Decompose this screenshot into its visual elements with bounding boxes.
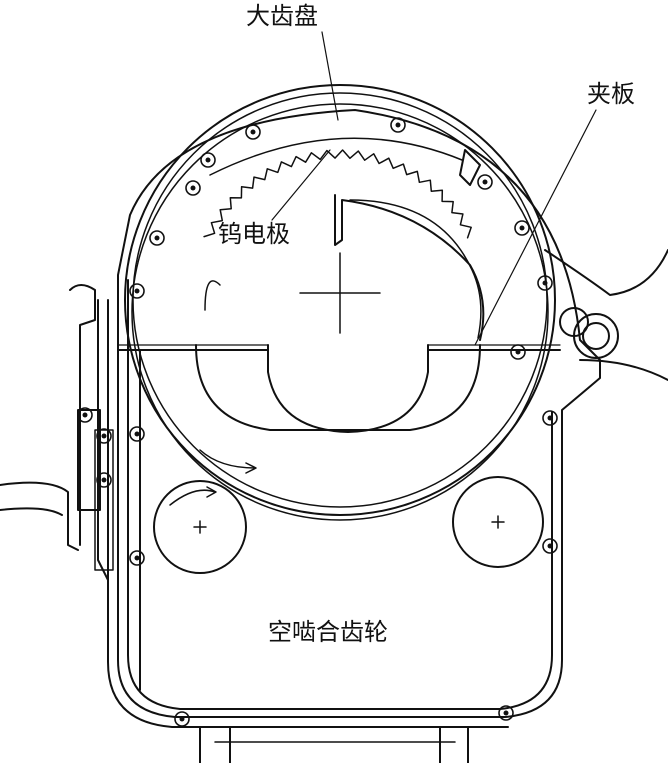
clamp-tab	[459, 149, 481, 186]
clamp-arm-lower	[579, 359, 668, 381]
screw-6	[514, 220, 530, 236]
screw-4-center	[395, 122, 401, 128]
leader-lines	[271, 31, 597, 346]
label-clamp-plate: 夹板	[587, 80, 635, 108]
leader-tungsten-electrode	[271, 149, 331, 221]
screw-19-center	[515, 349, 521, 355]
screw-16-center	[547, 543, 553, 549]
rotation-arrow-gear	[199, 449, 256, 469]
screw-18-center	[503, 710, 509, 716]
gear-teeth	[203, 149, 472, 239]
screw-19	[510, 344, 526, 360]
screw-3	[185, 180, 201, 196]
idle-gear-left-center	[193, 520, 207, 534]
gear-slot	[267, 344, 429, 433]
electrode-assembly	[204, 194, 485, 341]
left-cable-lower	[0, 507, 63, 516]
idle-gear-right	[452, 476, 544, 568]
screw-15-center	[547, 415, 553, 421]
tungsten-electrode-holder	[334, 194, 485, 341]
screw-6-center	[519, 225, 525, 231]
screw-5-center	[482, 179, 488, 185]
label-tungsten-electrode: 钨电极	[218, 220, 290, 248]
screw-11	[129, 550, 145, 566]
screw-13-center	[101, 477, 107, 483]
screw-7	[537, 275, 553, 291]
screw-2-center	[205, 157, 211, 163]
housing-inner-outline	[127, 279, 553, 710]
screw-18	[498, 705, 514, 721]
screw-15	[542, 410, 558, 426]
housing-side-plate	[107, 299, 509, 728]
left-bracket	[0, 284, 114, 571]
electrode-left-guide	[204, 280, 221, 311]
screw-17-center	[179, 716, 185, 722]
idle-gear-left	[153, 480, 247, 574]
left-clamp-block	[77, 409, 101, 511]
gear-cutout-lower	[195, 344, 481, 431]
screw-1-center	[250, 129, 256, 135]
screw-14-center	[82, 412, 88, 418]
hinge-pin-inner	[582, 322, 610, 350]
screw-14	[77, 407, 93, 423]
screw-1	[245, 124, 261, 140]
left-clamp-strip	[94, 429, 114, 571]
screw-2	[200, 152, 216, 168]
rotation-arrowhead-gear	[245, 462, 257, 474]
rotation-arrowhead-left	[206, 486, 217, 498]
electrode-arc	[349, 199, 482, 339]
idle-gear-right-center	[491, 515, 505, 529]
screw-16	[542, 538, 558, 554]
screw-12-center	[101, 433, 107, 439]
clamp-arm-upper	[544, 249, 668, 296]
screw-8	[149, 230, 165, 246]
bottom-legs	[199, 726, 469, 763]
gear-lower-rim	[131, 103, 549, 521]
label-large-gear: 大齿盘	[246, 2, 318, 30]
leader-large-gear	[321, 31, 339, 121]
left-cable	[0, 481, 79, 551]
gear-outer-rim	[124, 84, 556, 516]
screw-10-center	[134, 431, 140, 437]
large-gear-disc	[117, 84, 561, 521]
rotation-arrow-left	[169, 489, 216, 506]
screw-11-center	[134, 555, 140, 561]
gear-tooth-band	[209, 137, 463, 176]
leader-clamp-plate	[474, 109, 597, 346]
screw-4	[390, 117, 406, 133]
hinge-pin-outer	[573, 313, 619, 359]
screw-7-center	[542, 280, 548, 286]
screw-8-center	[154, 235, 160, 241]
hinge-spring	[559, 307, 589, 337]
screw-3-center	[190, 185, 196, 191]
screws	[77, 117, 558, 727]
idle-gears	[153, 449, 544, 574]
screw-9-center	[134, 288, 140, 294]
screw-9	[129, 283, 145, 299]
screw-13	[96, 472, 112, 488]
bottom-connector	[199, 726, 469, 763]
clamp-plate	[459, 149, 668, 381]
left-plate	[69, 284, 96, 546]
screw-5	[477, 174, 493, 190]
label-idle-gear: 空啮合齿轮	[268, 618, 388, 646]
housing-side-edge	[97, 299, 109, 581]
screw-17	[174, 711, 190, 727]
screw-10	[129, 426, 145, 442]
screw-12	[96, 428, 112, 444]
